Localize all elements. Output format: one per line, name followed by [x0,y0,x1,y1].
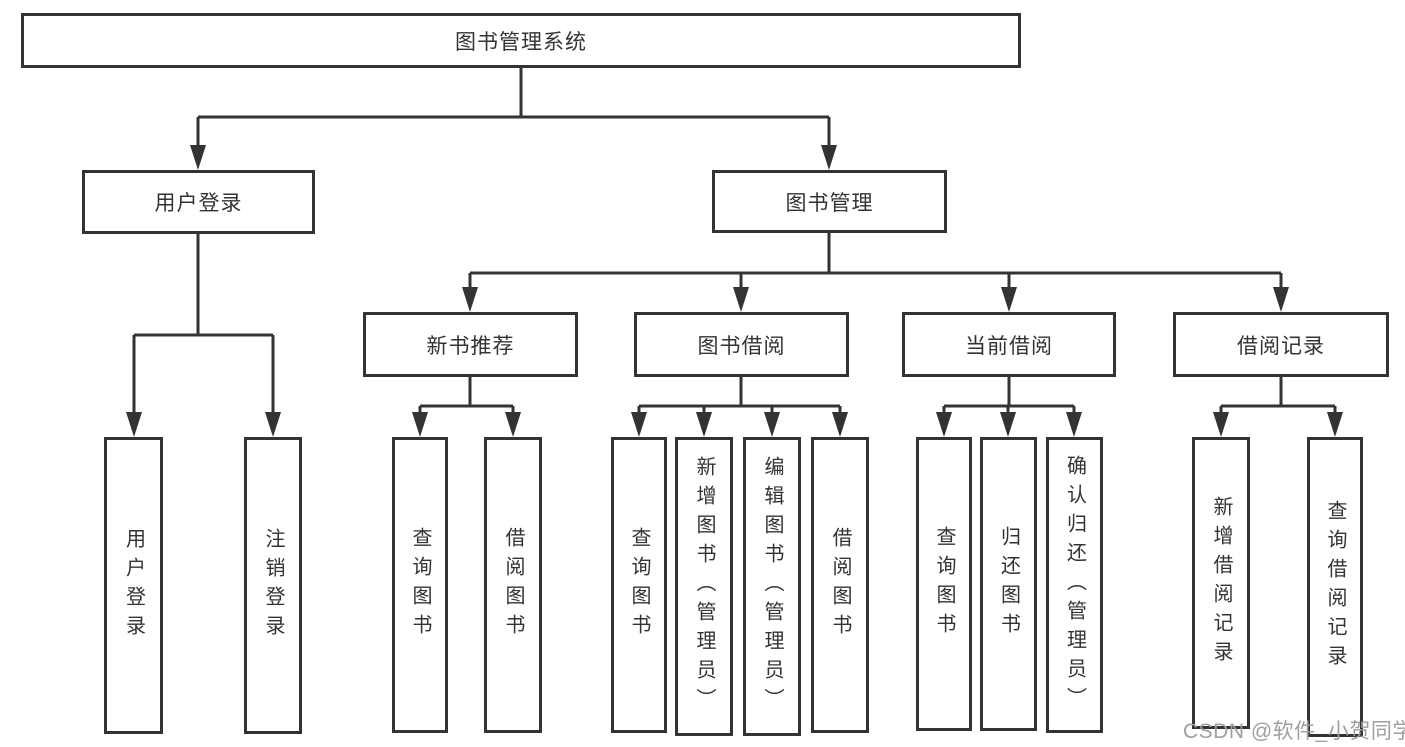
node-book-management-system: 图书管理系统 [21,13,1021,68]
node-query-books-current: 查询图书 [916,437,972,731]
arrowheads [126,145,1343,437]
node-current-borrowing: 当前借阅 [902,312,1116,377]
node-confirm-return-admin: 确认归还（管理员） [1046,437,1103,733]
node-borrow-books-borrowing: 借阅图书 [811,437,869,733]
node-borrow-books-rec: 借阅图书 [484,437,542,733]
node-book-borrowing: 图书借阅 [634,312,849,377]
node-return-books: 归还图书 [980,437,1037,731]
node-edit-books-admin: 编辑图书（管理员） [743,437,801,736]
node-book-management: 图书管理 [712,170,947,233]
node-query-borrow-record: 查询借阅记录 [1307,437,1363,737]
node-new-book-recommendation: 新书推荐 [363,312,578,377]
node-query-books-rec: 查询图书 [392,437,448,733]
node-logout: 注销登录 [244,437,302,734]
node-user-login-group: 用户登录 [82,170,315,234]
csdn-watermark: CSDN @软件_小贺同学 [1183,720,1405,743]
node-borrowing-records: 借阅记录 [1173,312,1389,377]
node-add-borrow-record: 新增借阅记录 [1192,437,1250,729]
node-user-login: 用户登录 [104,437,163,734]
node-add-books-admin: 新增图书（管理员） [675,437,733,736]
node-query-books-borrowing: 查询图书 [611,437,667,733]
